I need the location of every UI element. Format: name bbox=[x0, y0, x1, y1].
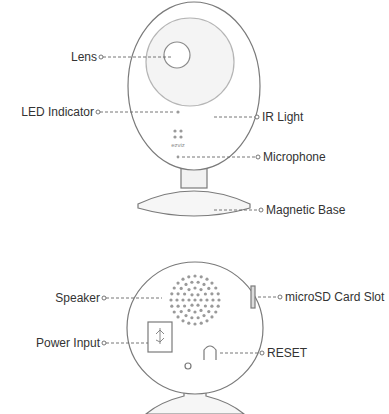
part-label: Speaker bbox=[54, 291, 101, 305]
speaker-hole bbox=[204, 292, 207, 295]
speaker-hole bbox=[183, 304, 186, 307]
lens-shape bbox=[164, 42, 190, 68]
usb-symbol bbox=[156, 328, 164, 344]
speaker-grille bbox=[169, 274, 220, 325]
speaker-hole bbox=[190, 316, 193, 319]
speaker-hole bbox=[187, 298, 190, 301]
speaker-hole bbox=[176, 305, 179, 308]
speaker-hole bbox=[173, 286, 176, 289]
speaker-hole bbox=[193, 298, 196, 301]
front-body bbox=[128, 2, 260, 170]
speaker-hole bbox=[210, 315, 213, 318]
speaker-hole bbox=[207, 287, 210, 290]
speaker-hole bbox=[184, 314, 187, 317]
speaker-hole bbox=[214, 310, 217, 313]
speaker-hole bbox=[173, 310, 176, 313]
speaker-hole bbox=[205, 319, 208, 322]
part-label: Lens bbox=[70, 50, 98, 64]
speaker-hole bbox=[190, 293, 193, 296]
speaker-hole bbox=[180, 287, 183, 290]
speaker-hole bbox=[217, 298, 220, 301]
speaker-hole bbox=[193, 310, 196, 313]
mic-hole bbox=[177, 156, 180, 159]
part-label: LED Indicator bbox=[20, 105, 95, 119]
part-label: Magnetic Base bbox=[265, 203, 346, 217]
speaker-hole bbox=[200, 322, 203, 325]
speaker-hole bbox=[187, 322, 190, 325]
speaker-hole bbox=[202, 314, 205, 317]
speaker-hole bbox=[176, 281, 179, 284]
speaker-hole bbox=[169, 298, 172, 301]
speaker-hole bbox=[187, 275, 190, 278]
power-port bbox=[148, 322, 172, 352]
leader-dots bbox=[96, 55, 282, 355]
ir-light-ring bbox=[146, 18, 234, 106]
speaker-hole bbox=[196, 304, 199, 307]
speaker-hole bbox=[176, 292, 179, 295]
speaker-hole bbox=[180, 310, 183, 313]
speaker-hole bbox=[197, 281, 200, 284]
speaker-hole bbox=[210, 281, 213, 284]
leader-lines bbox=[100, 57, 278, 353]
speaker-hole bbox=[199, 309, 202, 312]
speaker-hole bbox=[207, 310, 210, 313]
logo-dots bbox=[173, 129, 182, 138]
speaker-hole bbox=[170, 305, 173, 308]
speaker-hole bbox=[200, 275, 203, 278]
speaker-hole bbox=[210, 305, 213, 308]
speaker-hole bbox=[190, 304, 193, 307]
led-dot bbox=[176, 110, 179, 113]
speaker-hole bbox=[193, 274, 196, 277]
speaker-hole bbox=[190, 281, 193, 284]
sd-slot bbox=[251, 286, 255, 308]
speaker-hole bbox=[196, 293, 199, 296]
part-label: IR Light bbox=[261, 110, 304, 124]
speaker-hole bbox=[199, 298, 202, 301]
speaker-hole bbox=[199, 288, 202, 291]
part-label: RESET bbox=[266, 346, 308, 360]
screw bbox=[185, 363, 191, 369]
speaker-hole bbox=[170, 292, 173, 295]
magnetic-base-shape bbox=[138, 191, 250, 216]
reset-button bbox=[204, 346, 216, 360]
part-label: microSD Card Slot bbox=[284, 290, 385, 304]
speaker-hole bbox=[205, 278, 208, 281]
speaker-hole bbox=[184, 283, 187, 286]
speaker-hole bbox=[187, 288, 190, 291]
speaker-hole bbox=[183, 292, 186, 295]
speaker-hole bbox=[187, 309, 190, 312]
speaker-hole bbox=[205, 298, 208, 301]
speaker-hole bbox=[214, 286, 217, 289]
speaker-hole bbox=[217, 305, 220, 308]
speaker-hole bbox=[211, 298, 214, 301]
speaker-hole bbox=[204, 304, 207, 307]
speaker-hole bbox=[181, 298, 184, 301]
speaker-hole bbox=[175, 298, 178, 301]
part-label: Microphone bbox=[262, 150, 327, 164]
speaker-hole bbox=[193, 322, 196, 325]
speaker-hole bbox=[202, 283, 205, 286]
speaker-hole bbox=[176, 315, 179, 318]
back-body bbox=[127, 262, 263, 394]
part-label: Power Input bbox=[35, 336, 101, 350]
speaker-hole bbox=[210, 292, 213, 295]
speaker-hole bbox=[217, 292, 220, 295]
speaker-hole bbox=[181, 278, 184, 281]
brand-logo-text: ezviz bbox=[171, 142, 185, 149]
speaker-hole bbox=[193, 286, 196, 289]
speaker-hole bbox=[181, 319, 184, 322]
speaker-hole bbox=[197, 316, 200, 319]
